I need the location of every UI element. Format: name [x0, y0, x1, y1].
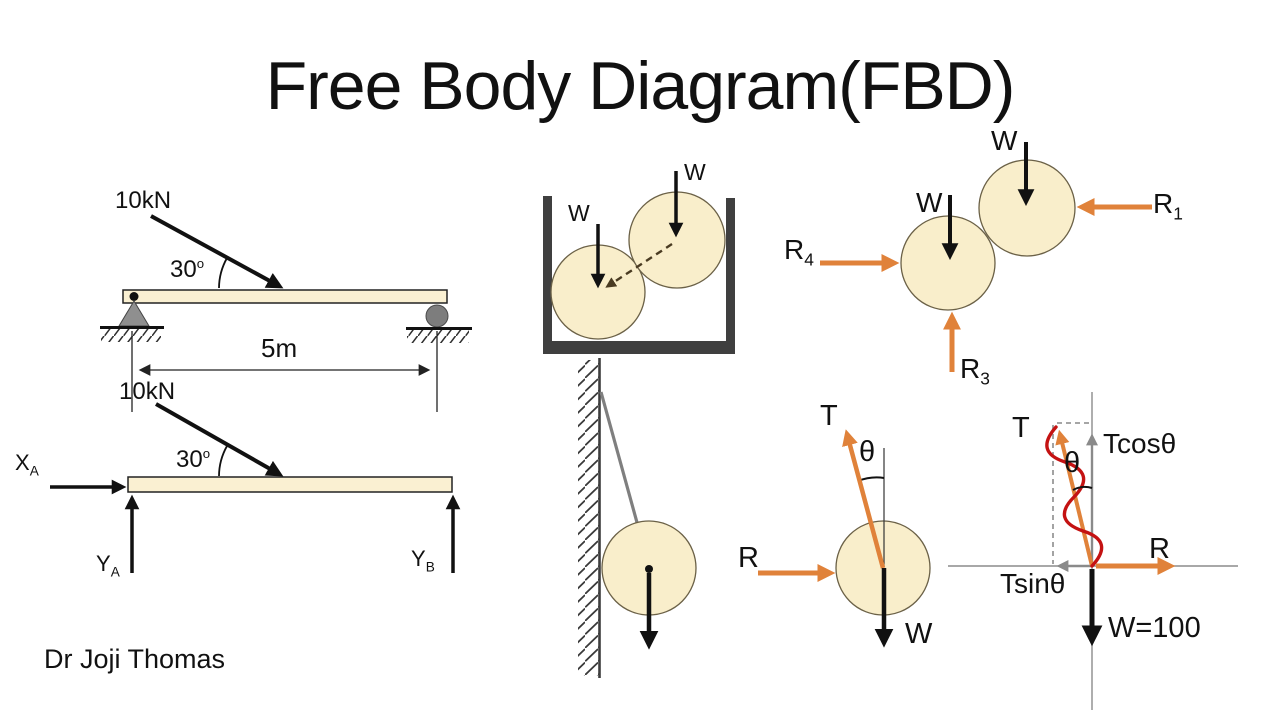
tsin-label: Tsinθ — [1000, 568, 1066, 599]
pin-support — [118, 300, 150, 327]
sphere-wall-diagram — [578, 358, 697, 678]
theta-arc — [857, 476, 885, 482]
tcos-label: Tcosθ — [1103, 428, 1177, 459]
span-dimension-label: 5m — [261, 333, 298, 363]
beam-fbd-diagram — [50, 402, 461, 573]
center-dot — [645, 565, 653, 573]
fbd-load-label: 10kN — [119, 378, 176, 405]
reaction-ya-label: YA — [96, 551, 120, 580]
ground-hatch-right — [407, 330, 469, 343]
spheres-fbd-diagram — [820, 142, 1152, 372]
beam — [122, 289, 448, 304]
resolution-weight-label: W=100 — [1108, 612, 1201, 644]
beam — [127, 476, 453, 493]
sphere-weight-lower-label: W — [916, 187, 943, 218]
beam-load-label: 10kN — [115, 187, 172, 214]
beam-angle-label: 30o — [170, 256, 205, 283]
author-credit: Dr Joji Thomas — [44, 644, 226, 674]
spheres-container-diagram — [543, 171, 735, 354]
reaction-r1-label: R1 — [1153, 188, 1183, 224]
reaction-xa-label: XA — [15, 450, 39, 479]
force-arrow — [150, 214, 284, 289]
container-weight-left-label: W — [568, 200, 590, 226]
theta-label: θ — [859, 436, 876, 468]
resolution-reaction-label: R — [1149, 533, 1170, 565]
tension-label: T — [820, 400, 838, 432]
reaction-yb-label: YB — [411, 546, 435, 575]
reaction-r4-label: R4 — [784, 234, 814, 270]
ground-hatch-left — [101, 329, 161, 342]
sphere-weight-upper-label: W — [991, 125, 1018, 156]
reaction-label: R — [738, 542, 759, 574]
roller-support — [425, 304, 449, 328]
sphere-forces-diagram — [758, 429, 931, 648]
page-title: Free Body Diagram(FBD) — [265, 48, 1016, 124]
tension-arrow — [842, 429, 886, 569]
angle-arc — [218, 257, 228, 289]
wall-hatch — [578, 360, 599, 676]
resolution-theta-label: θ — [1064, 447, 1081, 479]
spring-squiggle — [1045, 425, 1104, 568]
beam-loaded-diagram — [100, 214, 472, 412]
center-line-dashed — [605, 242, 673, 288]
weight-label: W — [905, 618, 933, 650]
fbd-angle-label: 30o — [176, 446, 211, 473]
pin-dot — [129, 292, 139, 301]
reaction-r3-label: R3 — [960, 353, 990, 389]
tension-arrow — [1055, 429, 1094, 567]
force-arrow — [155, 402, 284, 477]
angle-arc — [218, 445, 228, 477]
theta-arc — [1072, 485, 1093, 491]
container-weight-right-label: W — [684, 159, 706, 185]
resolution-tension-label: T — [1012, 412, 1030, 444]
force-resolution-diagram — [948, 392, 1238, 710]
